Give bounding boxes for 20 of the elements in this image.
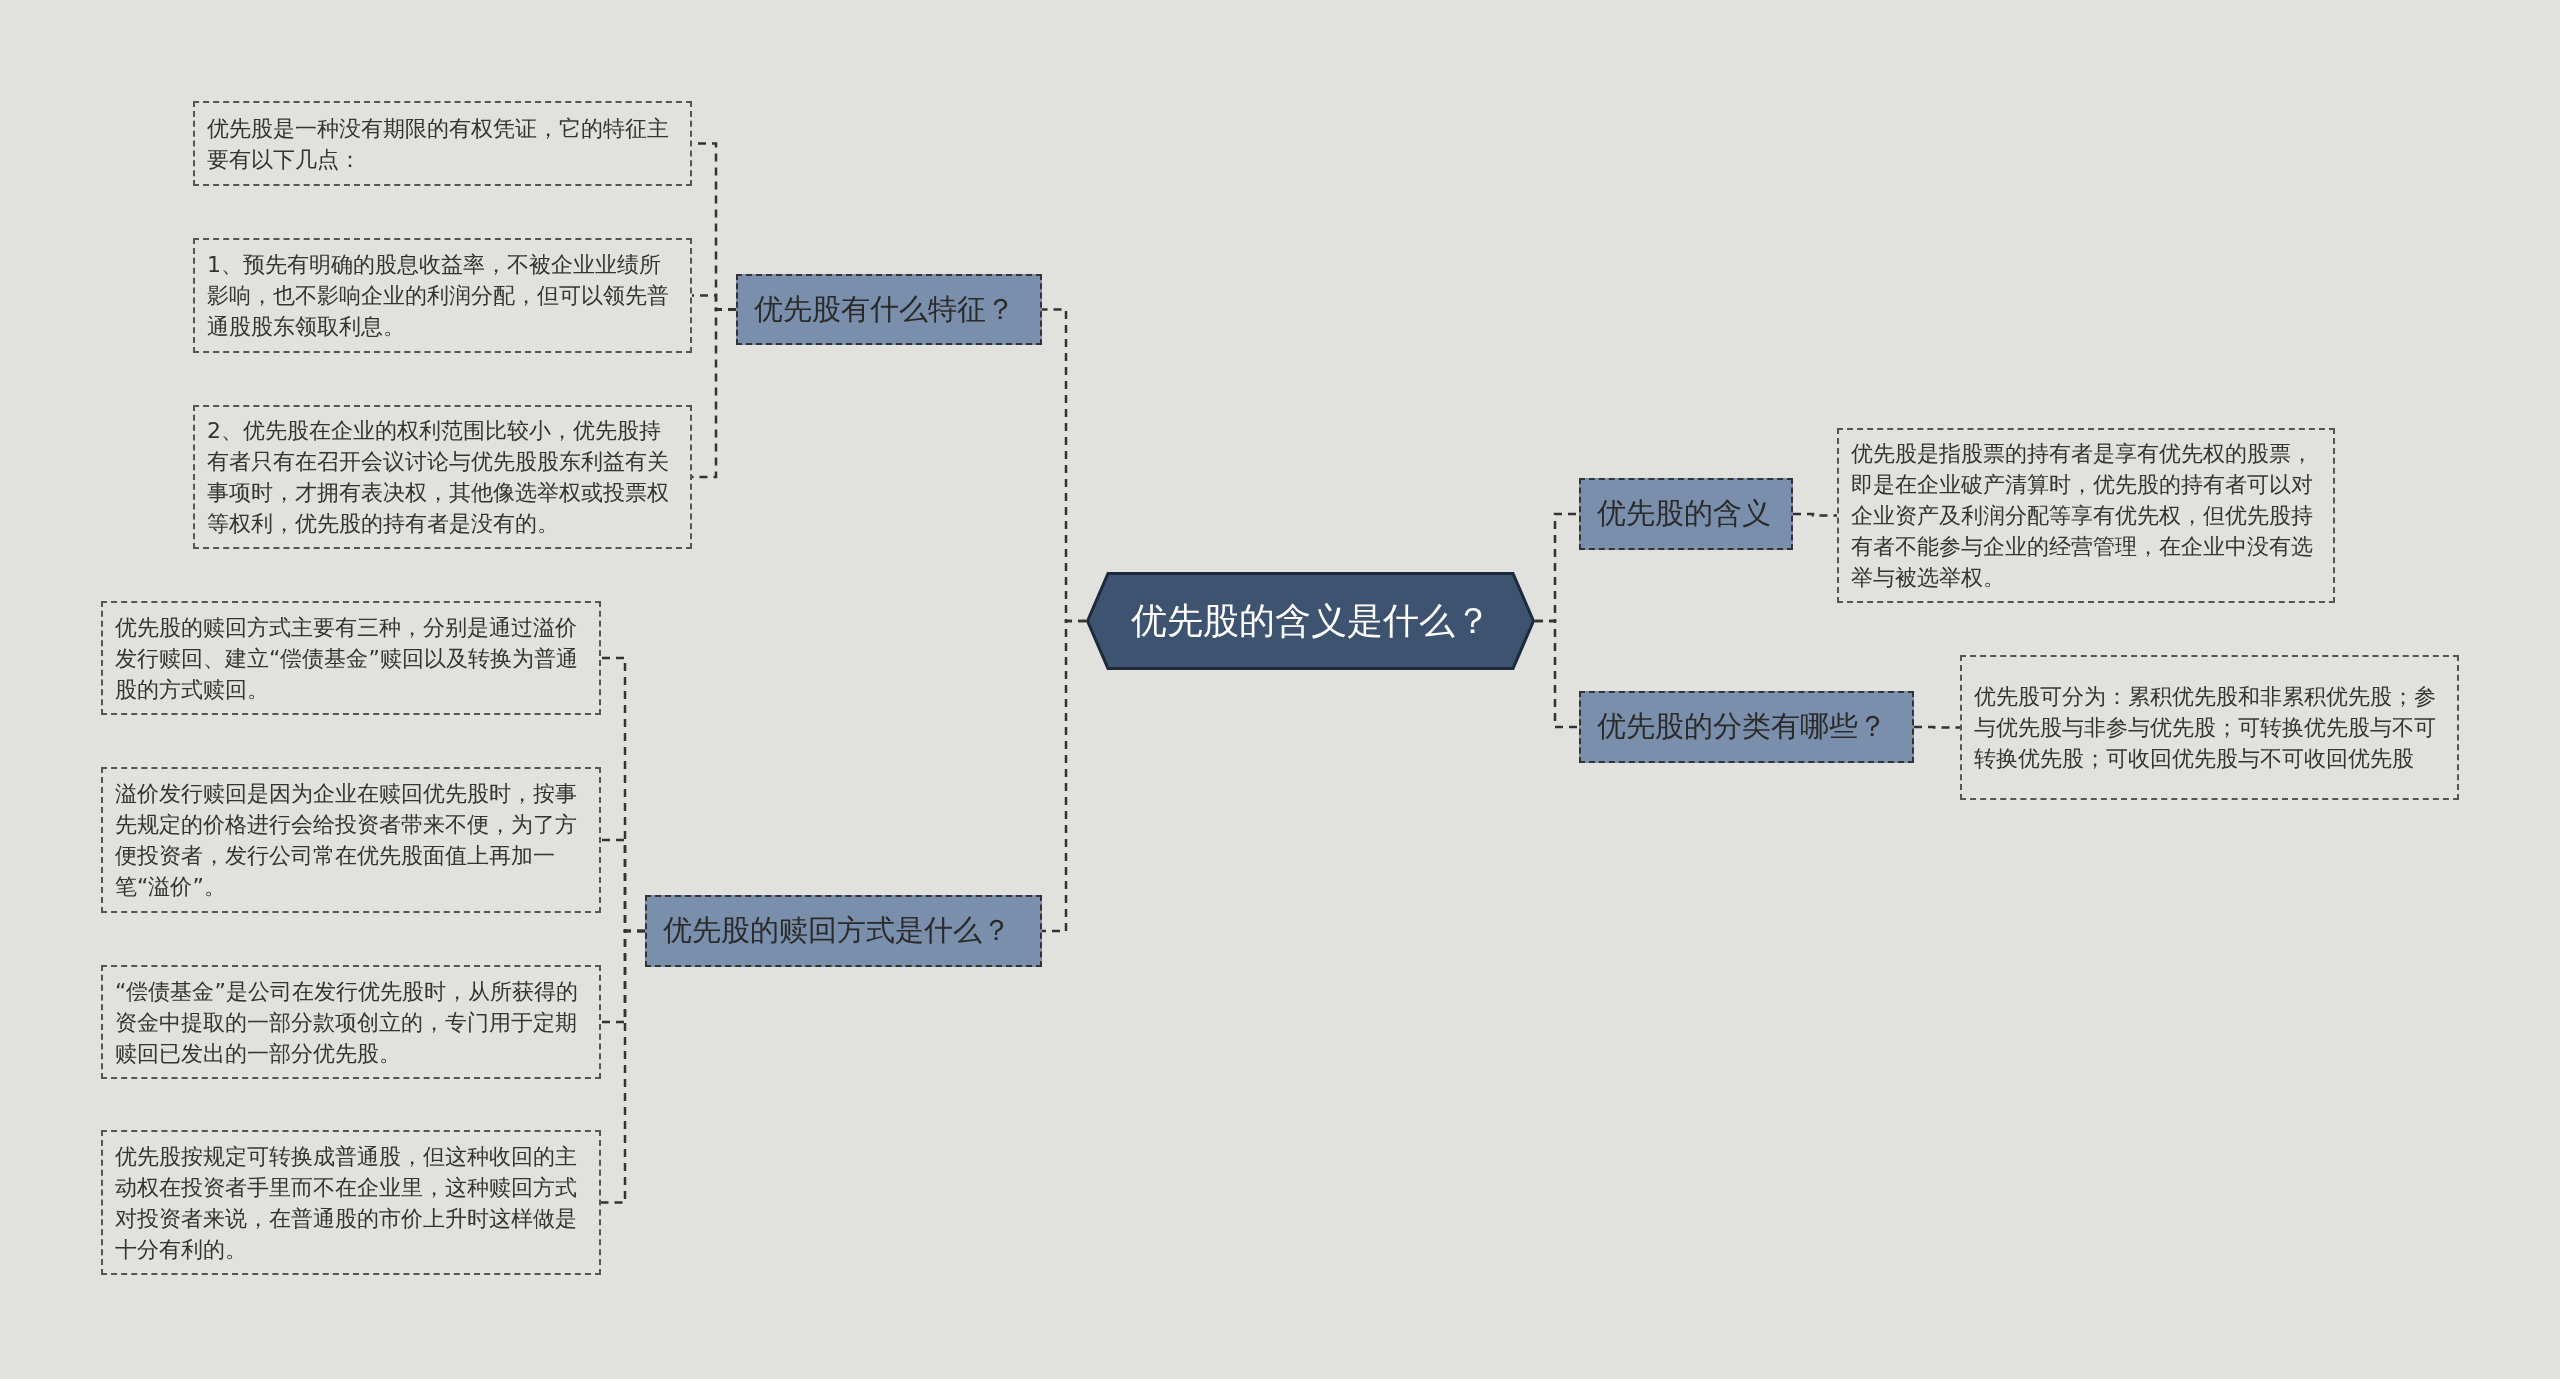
connector-line	[692, 308, 736, 479]
note-box: 优先股按规定可转换成普通股，但这种收回的主动权在投资者手里而不在企业里，这种赎回方式对投资者来说，在普通股的市价上升时这样做是十分有利的。	[101, 1130, 601, 1275]
topic-box: 优先股的分类有哪些？	[1579, 691, 1914, 763]
connector-line	[1535, 619, 1579, 729]
connector-line	[1914, 725, 1960, 729]
note-box: 溢价发行赎回是因为企业在赎回优先股时，按事先规定的价格进行会给投资者带来不便，为了方便投资者，发行公司常在优先股面值上再加一笔“溢价”。	[101, 767, 601, 913]
topic-box: 优先股的赎回方式是什么？	[645, 895, 1042, 967]
connector-line	[601, 929, 645, 1204]
note-box: 2、优先股在企业的权利范围比较小，优先股持有者只有在召开会议讨论与优先股股东利益有关事项时，才拥有表决权，其他像选举权或投票权等权利，优先股的持有者是没有的。	[193, 405, 692, 549]
connector-line	[1793, 512, 1837, 517]
note-box: 优先股的赎回方式主要有三种，分别是通过溢价发行赎回、建立“偿债基金”赎回以及转换为普通股的方式赎回。	[101, 601, 601, 715]
note-box: 优先股是一种没有期限的有权凭证，它的特征主要有以下几点：	[193, 101, 692, 186]
central-topic: 优先股的含义是什么？	[1086, 572, 1535, 670]
note-box: “偿债基金”是公司在发行优先股时，从所获得的资金中提取的一部分款项创立的，专门用于定期赎回已发出的一部分优先股。	[101, 965, 601, 1079]
connector-line	[1042, 619, 1086, 933]
topic-box: 优先股的含义	[1579, 478, 1793, 550]
note-box: 1、预先有明确的股息收益率，不被企业业绩所影响，也不影响企业的利润分配，但可以领先普通股股东领取利息。	[193, 238, 692, 353]
topic-box: 优先股有什么特征？	[736, 274, 1042, 345]
note-box: 优先股是指股票的持有者是享有优先权的股票，即是在企业破产清算时，优先股的持有者可以对企业资产及利润分配等享有优先权，但优先股持有者不能参与企业的经营管理，在企业中没有选举与被选举权。	[1837, 428, 2335, 603]
note-box: 优先股可分为：累积优先股和非累积优先股；参与优先股与非参与优先股；可转换优先股与不可转换优先股；可收回优先股与不可收回优先股	[1960, 655, 2459, 800]
